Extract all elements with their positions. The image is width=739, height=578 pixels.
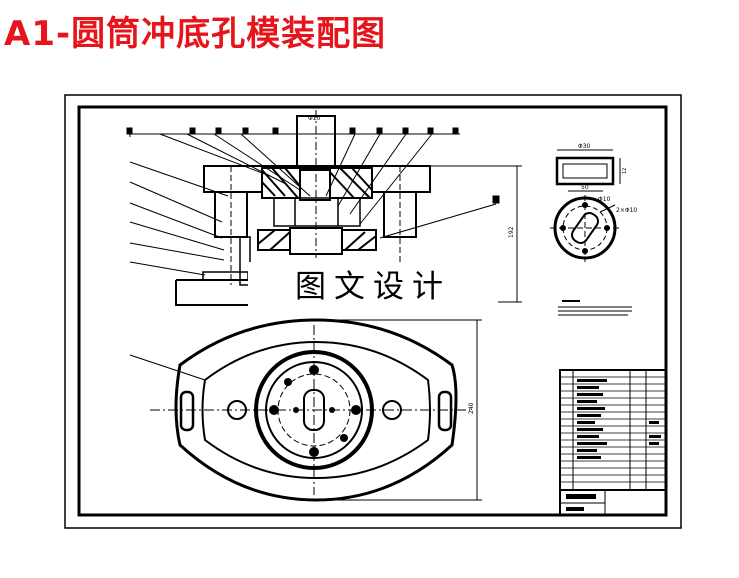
outer-frame <box>64 94 682 529</box>
part-section <box>555 156 615 186</box>
part-view <box>550 149 621 262</box>
dim-part-width-bottom: 50 <box>581 184 589 191</box>
dim-part-height: 12 <box>622 168 628 174</box>
guide-post-right <box>383 191 417 238</box>
notes-block <box>558 300 632 316</box>
die-block-hatched <box>257 110 377 258</box>
dim-part-hole: Φ10 <box>598 196 611 203</box>
leader-lines <box>129 133 500 276</box>
dim-top-width: Φ10 <box>308 115 321 122</box>
inner-frame <box>77 105 668 517</box>
dim-height-192: 192 <box>508 226 515 238</box>
watermark-text: 图文设计 <box>248 262 498 312</box>
plan-leader <box>129 354 206 381</box>
title-block <box>559 369 667 516</box>
dimension-240 <box>320 319 482 501</box>
plan-outer-outline <box>174 318 458 502</box>
slot-right <box>437 390 453 432</box>
guide-post-left <box>214 191 248 238</box>
plan-holes <box>269 365 361 457</box>
dim-height-240: 240 <box>468 402 475 414</box>
plan-view <box>129 318 470 502</box>
dim-part-slot: 2×Φ10 <box>616 207 637 214</box>
section-view <box>126 110 522 501</box>
plan-inner-outline <box>201 340 431 480</box>
drawing-title: A1-圆筒冲底孔模装配图 <box>4 14 387 54</box>
balloon-stubs <box>126 127 460 137</box>
slot-left <box>179 390 195 432</box>
dim-part-width-top: Φ30 <box>578 143 591 150</box>
pin-hole-right <box>382 400 402 420</box>
